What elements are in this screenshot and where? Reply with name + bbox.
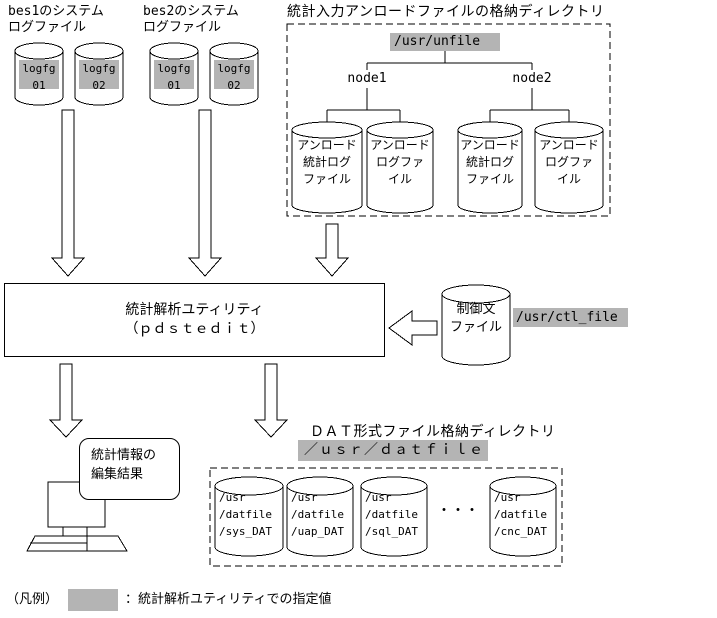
- uap-dat-cylinder-icon: [286, 476, 354, 557]
- unload-dir-dashed-box: [286, 23, 611, 217]
- bes2-logfg01-label: logfg 01: [154, 60, 194, 92]
- sys-dat-label: /usr /datfile /sys_DAT: [219, 491, 272, 538]
- unload-down-arrow-icon: [314, 223, 350, 277]
- bes2-title: bes2のシステム ログファイル: [143, 4, 239, 35]
- workstation-icon: [26, 481, 128, 552]
- cnc-dat-cylinder-icon: [489, 476, 557, 557]
- dat-dir-title: ＤＡＴ形式ファイル格納ディレクトリ: [310, 424, 556, 440]
- result-down-arrow-icon: [48, 363, 84, 438]
- stat-utility-box: 統計解析ユティリティ （ｐｄｓｔｅｄｉｔ）: [4, 283, 385, 357]
- sql-dat-label: /usr /datfile /sql_DAT: [365, 491, 418, 538]
- node1-label: node1: [347, 71, 387, 86]
- bes2-down-arrow-icon: [187, 109, 223, 277]
- legend-prefix: （凡例）: [6, 592, 59, 607]
- node2-unload-log-cylinder-icon: [534, 121, 604, 214]
- control-file-path: /usr/ctl_file: [513, 308, 628, 327]
- directory-tree-lines: [326, 51, 570, 122]
- node2-label: node2: [512, 71, 552, 86]
- bes1-logfg01-cylinder-icon: [14, 42, 64, 106]
- node1-unload-stat-log-cylinder-icon: [291, 121, 363, 214]
- node1-unload-log-cylinder-icon: [366, 121, 434, 214]
- unload-root-path: /usr/unfile: [390, 33, 500, 51]
- uap-dat-label: /usr /datfile /uap_DAT: [291, 491, 344, 538]
- node2-unload-log-label: アンロード ログファ イル: [539, 138, 599, 186]
- node1-unload-log-label: アンロード ログファ イル: [370, 138, 430, 186]
- bes1-logfg02-label: logfg 02: [79, 60, 119, 92]
- unload-dir-title: 統計入力アンロードファイルの格納ディレクトリ: [287, 4, 605, 20]
- stat-utility-name: 統計解析ユティリティ: [125, 302, 264, 318]
- sql-dat-cylinder-icon: [360, 476, 428, 557]
- control-file-label: 制御文 ファイル: [449, 302, 502, 335]
- dat-dir-path: ／ｕｓｒ／ｄａｔｆｉｌｅ: [298, 440, 488, 461]
- legend-highlight-swatch: [68, 589, 118, 611]
- control-left-arrow-icon: [388, 310, 438, 346]
- bes2-logfg02-label: logfg 02: [214, 60, 254, 92]
- bes1-title: bes1のシステム ログファイル: [8, 4, 104, 35]
- legend-label: ：統計解析ユティリティでの指定値: [125, 592, 332, 607]
- node2-unload-stat-log-cylinder-icon: [457, 121, 523, 214]
- dat-down-arrow-icon: [253, 363, 289, 438]
- cnc-dat-label: /usr /datfile /cnc_DAT: [494, 491, 547, 538]
- stat-utility-command: （ｐｄｓｔｅｄｉｔ）: [124, 321, 265, 337]
- bes2-logfg02-cylinder-icon: [209, 42, 259, 106]
- bes1-logfg01-label: logfg 01: [19, 60, 59, 92]
- bes1-logfg02-cylinder-icon: [74, 42, 124, 106]
- dat-ellipsis: ・・・: [437, 503, 479, 519]
- bes1-down-arrow-icon: [50, 109, 86, 277]
- bes2-logfg01-cylinder-icon: [149, 42, 199, 106]
- control-file-cylinder-icon: [441, 284, 511, 366]
- sys-dat-cylinder-icon: [214, 476, 284, 557]
- dat-dir-dashed-box: [209, 467, 563, 567]
- node1-unload-stat-log-label: アンロード 統計ログ ファイル: [297, 138, 357, 186]
- edit-result-box: 統計情報の 編集結果: [79, 438, 180, 500]
- node2-unload-stat-log-label: アンロード 統計ログ ファイル: [460, 138, 520, 186]
